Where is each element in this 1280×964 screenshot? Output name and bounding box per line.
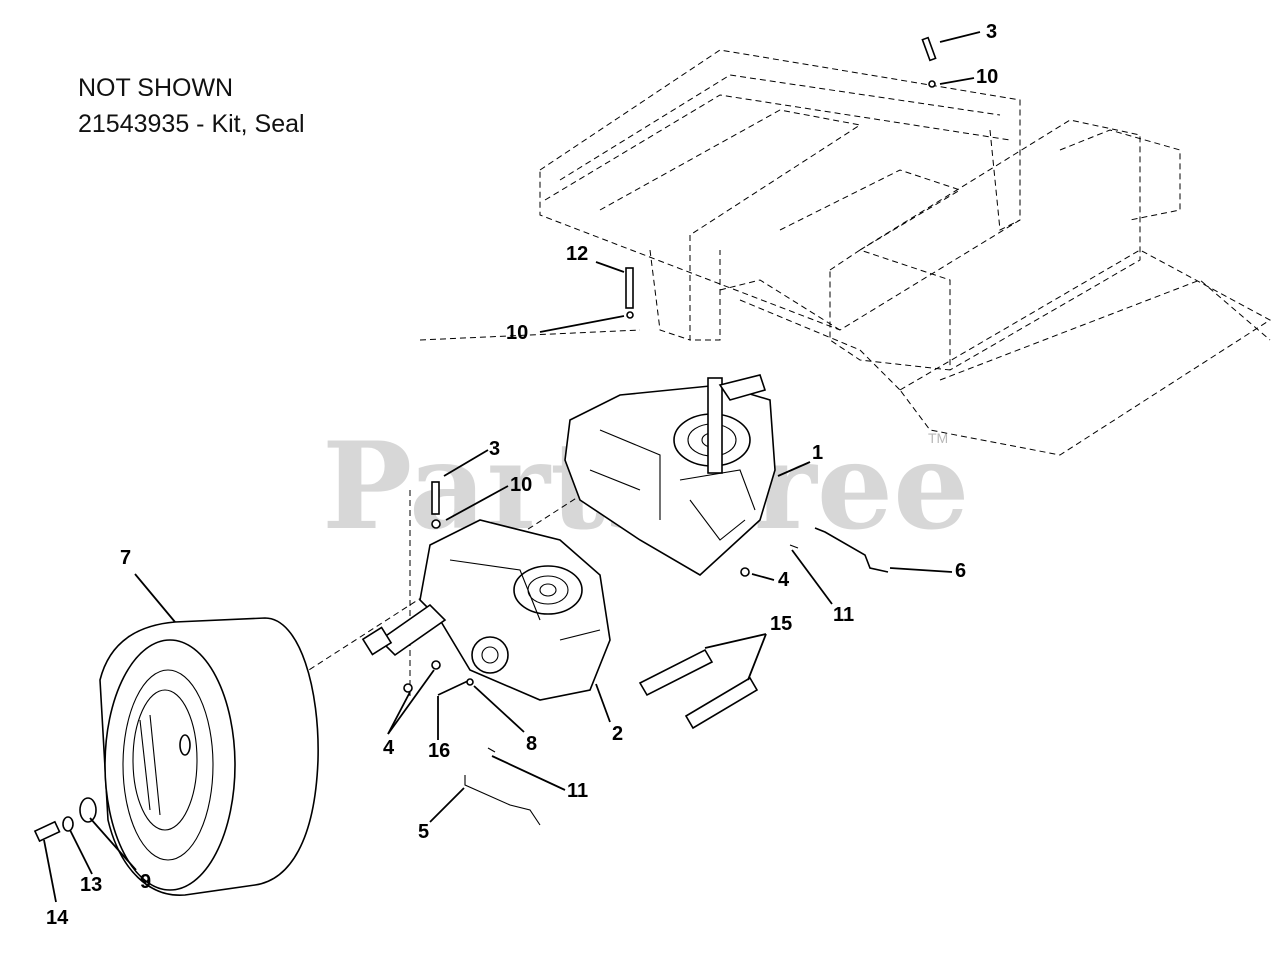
- callout-4a: 4: [778, 569, 790, 591]
- callout-2: 2: [612, 723, 623, 745]
- callout-10a: 10: [976, 66, 998, 88]
- bolt-3-mid: [431, 481, 440, 515]
- rod-5: [464, 775, 541, 826]
- nut-10-left: [626, 311, 634, 319]
- watermark-trademark: TM: [928, 430, 948, 446]
- callout-15: 15: [770, 613, 792, 635]
- bolt-14: [33, 820, 61, 843]
- washer-9: [79, 797, 97, 823]
- callout-4b: 4: [383, 737, 395, 759]
- seal-kit-note: 21543935 - Kit, Seal: [78, 110, 305, 138]
- callout-10b: 10: [506, 322, 528, 344]
- control-rods: [464, 527, 889, 826]
- wheel-hardware: [33, 797, 97, 843]
- nut-4-b: [403, 683, 413, 693]
- callout-7: 7: [120, 547, 131, 569]
- callout-5: 5: [418, 821, 429, 843]
- bolt-16: [437, 679, 471, 696]
- washer-8: [466, 678, 474, 686]
- callout-3a: 3: [986, 21, 997, 43]
- nut-4-right: [740, 567, 750, 577]
- clip-11-left: [487, 747, 496, 753]
- callout-6: 6: [955, 560, 966, 582]
- callout-9: 9: [140, 871, 151, 893]
- bolt-3-top: [921, 36, 937, 62]
- callout-16: 16: [428, 740, 450, 762]
- lock-washer-13: [62, 816, 74, 832]
- nut-10-mid: [431, 519, 441, 529]
- callout-14: 14: [46, 907, 69, 929]
- callout-1: 1: [812, 442, 823, 464]
- callout-11b: 11: [567, 780, 588, 802]
- rod-6: [814, 527, 889, 573]
- callout-10c: 10: [510, 474, 532, 496]
- tube-15-b: [684, 676, 759, 730]
- callout-3b: 3: [489, 438, 500, 460]
- tube-15-a: [638, 648, 714, 697]
- not-shown-heading: NOT SHOWN: [78, 74, 234, 102]
- leader-lines: [43, 31, 981, 903]
- callout-11a: 11: [833, 604, 854, 626]
- nut-10-top: [928, 80, 936, 88]
- rear-tire: [99, 617, 319, 896]
- left-transaxle: [361, 519, 611, 701]
- right-transaxle: [564, 374, 776, 576]
- bolt-12: [625, 267, 634, 309]
- frame-assembly: [539, 49, 1271, 456]
- fasteners: [403, 36, 937, 696]
- callout-12: 12: [566, 243, 588, 265]
- nut-4-a: [431, 660, 441, 670]
- callout-13: 13: [80, 874, 102, 896]
- spacer-tubes: [638, 648, 759, 730]
- clip-11-right: [789, 544, 799, 549]
- callout-8: 8: [526, 733, 537, 755]
